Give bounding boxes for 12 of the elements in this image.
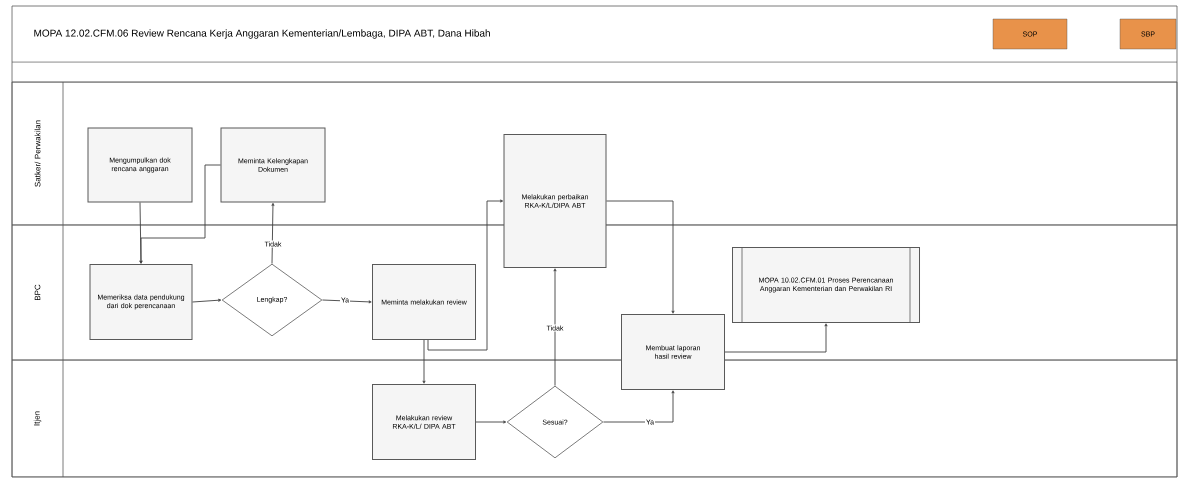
arrow <box>271 202 275 265</box>
title: MOPA 12.02.CFM.06 Review Rencana Kerja Anggaran Kementerian/Lembaga, DIPA ABT, Dana Hibah <box>34 29 490 39</box>
arrow <box>553 268 557 387</box>
arrow <box>475 420 507 424</box>
arrow <box>724 323 828 353</box>
arrow <box>192 298 222 303</box>
arrow <box>422 339 426 384</box>
arrow <box>427 199 504 351</box>
arrow <box>602 390 675 423</box>
arrow <box>321 299 372 304</box>
arrow <box>139 164 221 264</box>
arrow <box>606 200 675 314</box>
